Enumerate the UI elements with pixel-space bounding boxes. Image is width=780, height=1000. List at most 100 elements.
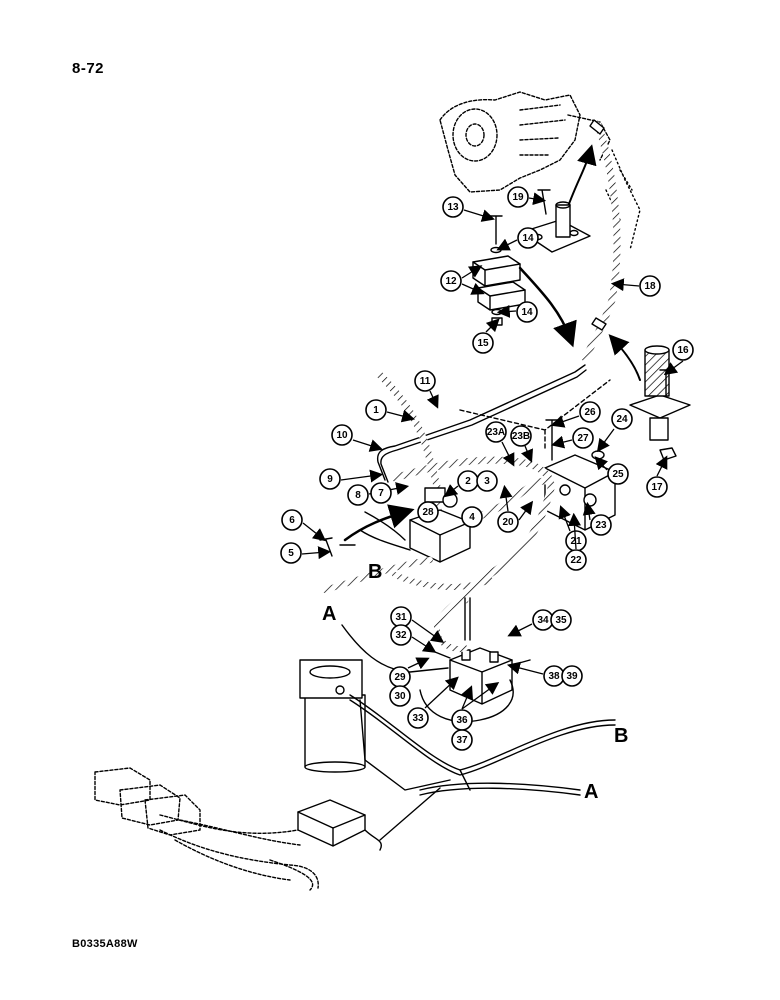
callout-10: 10 — [331, 424, 353, 446]
callout-label: 21 — [570, 536, 582, 547]
callout-label: 3 — [484, 476, 490, 487]
callout-leader — [594, 456, 609, 471]
callout-leader — [386, 409, 416, 423]
callout-leader — [558, 505, 571, 532]
dashed-controls — [94, 767, 319, 891]
callout-label: 22 — [570, 555, 582, 566]
filter-canister — [299, 659, 366, 773]
callout-23b: 23B — [510, 425, 532, 447]
callout-39: 39 — [561, 665, 583, 687]
callout-23a: 23A — [485, 421, 507, 443]
callout-label: 19 — [512, 192, 524, 203]
callout-label: 18 — [644, 281, 656, 292]
callout-label: 13 — [447, 202, 459, 213]
letter-a-left: A — [322, 603, 336, 625]
callout-label: 7 — [378, 488, 384, 499]
callout-leader — [501, 441, 515, 467]
callout-label: 1 — [373, 405, 379, 416]
callout-8: 8 — [347, 484, 369, 506]
callout-5: 5 — [280, 542, 302, 564]
callout-16: 16 — [672, 339, 694, 361]
callout-leader — [521, 445, 533, 463]
letter-b-left: B — [368, 561, 382, 583]
callout-circle — [442, 196, 464, 218]
callout-label: 24 — [616, 414, 628, 425]
callout-label: 2 — [465, 476, 471, 487]
letter-a-right: A — [584, 781, 598, 803]
callout-circle — [516, 301, 538, 323]
callout-label: 23A — [487, 427, 505, 438]
callout-17: 17 — [646, 476, 668, 498]
callout-leader — [655, 455, 668, 477]
callout-label: 28 — [422, 507, 434, 518]
dashed-guide — [459, 379, 611, 451]
callout-leader — [610, 278, 640, 292]
callout-circle — [472, 332, 494, 354]
line-to-a — [419, 782, 581, 791]
callout-circle — [319, 468, 341, 490]
callout-label: 23 — [595, 520, 607, 531]
callout-label: 20 — [502, 517, 514, 528]
callout-33: 33 — [407, 707, 429, 729]
callout-label: 15 — [477, 338, 489, 349]
callout-leader — [485, 318, 500, 333]
callout-label: 26 — [584, 407, 596, 418]
arrow-valve — [343, 504, 415, 542]
engine-outline — [439, 91, 611, 193]
figure-code: B0335A88W — [72, 938, 138, 950]
callout-35: 35 — [550, 609, 572, 631]
callout-leader — [461, 265, 483, 279]
callout-circle — [497, 511, 519, 533]
line-to-b — [349, 694, 616, 771]
callout-15: 15 — [472, 332, 494, 354]
callout-7: 7 — [370, 482, 392, 504]
callout-leader — [411, 619, 445, 644]
callout-circle — [389, 685, 411, 707]
callout-28: 28 — [417, 501, 439, 523]
callout-label: 5 — [288, 548, 294, 559]
callout-11: 11 — [414, 370, 436, 392]
callout-circle — [451, 729, 473, 751]
callout-circle — [550, 609, 572, 631]
callout-leader — [528, 192, 547, 206]
callout-label: 34 — [537, 615, 549, 626]
callout-label: 27 — [577, 433, 589, 444]
callout-label: 38 — [548, 671, 560, 682]
mounting-plate — [521, 189, 591, 253]
callout-circle — [565, 549, 587, 571]
callout-leader — [518, 500, 534, 521]
callout-circle — [517, 227, 539, 249]
callout-label: 29 — [394, 672, 406, 683]
callout-label: 36 — [456, 715, 468, 726]
callout-14: 14 — [517, 227, 539, 249]
callout-label: 33 — [412, 713, 424, 724]
callout-leader — [340, 469, 384, 483]
callout-circle — [611, 408, 633, 430]
callout-circle — [476, 470, 498, 492]
callout-leader — [496, 238, 518, 251]
callout-38: 38 — [543, 665, 565, 687]
callout-label: 25 — [612, 469, 624, 480]
callout-circle — [414, 370, 436, 392]
callout-29: 29 — [389, 666, 411, 688]
callout-label: 16 — [677, 345, 689, 356]
callout-leader — [663, 360, 684, 376]
callout-6: 6 — [281, 509, 303, 531]
callout-label: 14 — [521, 307, 533, 318]
callout-leader — [463, 209, 495, 222]
callout-label: 14 — [522, 233, 534, 244]
callout-circle — [607, 463, 629, 485]
callout-circle — [579, 401, 601, 423]
callout-18: 18 — [639, 275, 661, 297]
callout-label: 4 — [469, 512, 475, 523]
arrow-clamp — [518, 266, 577, 348]
callout-9: 9 — [319, 468, 341, 490]
callout-3: 3 — [476, 470, 498, 492]
hose-18 — [581, 121, 621, 362]
callout-36: 36 — [451, 709, 473, 731]
callout-label: 31 — [395, 612, 407, 623]
callout-circle — [590, 514, 612, 536]
steel-line-10 — [376, 364, 586, 481]
